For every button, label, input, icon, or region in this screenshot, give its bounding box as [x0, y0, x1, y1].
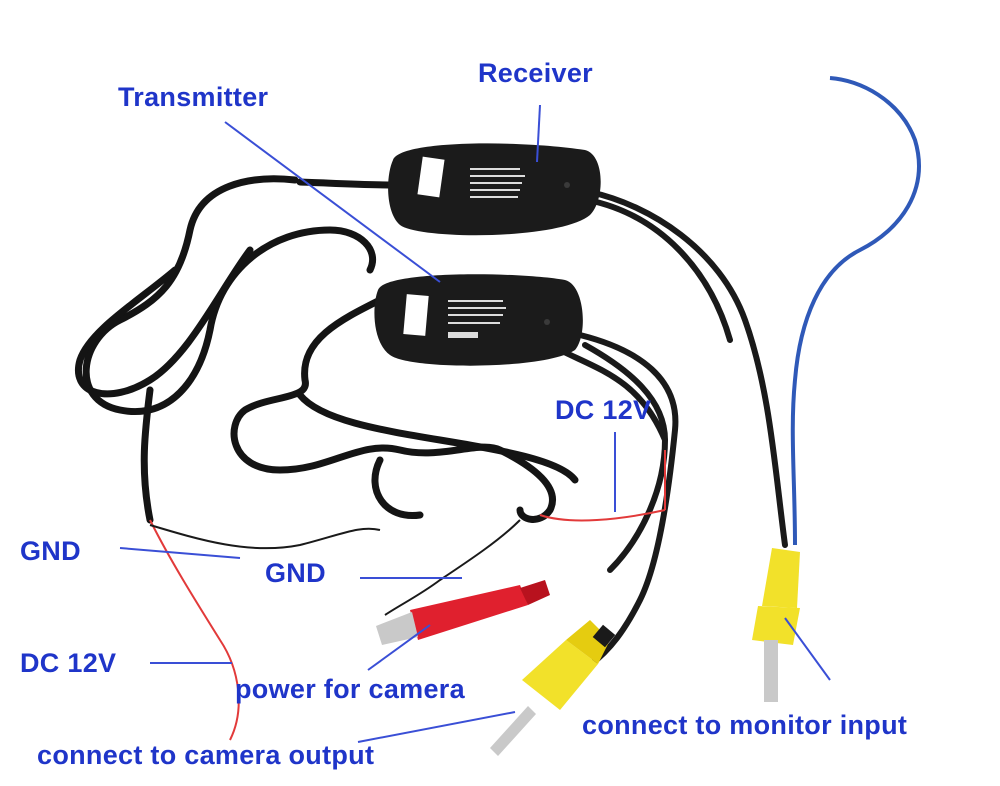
- black-cable-coils: [75, 175, 579, 524]
- transmitter-label: Transmitter: [118, 82, 269, 112]
- red-power-wires: [149, 450, 666, 741]
- power-for-camera-label: power for camera: [235, 674, 465, 704]
- rca-connector-monitor: [752, 548, 800, 702]
- dc-power-plug: [376, 580, 550, 645]
- connect-monitor-input-label: connect to monitor input: [582, 710, 908, 740]
- receiver-module: [388, 143, 601, 236]
- receiver-label: Receiver: [478, 58, 593, 88]
- transmitter-module: [374, 274, 583, 366]
- dc12v-camera-side-label: DC 12V: [20, 648, 117, 678]
- blue-antenna-wire: [790, 76, 921, 546]
- receiver-cables: [585, 189, 788, 548]
- rca-connector-camera: [490, 620, 616, 756]
- dc12v-transmitter-label: DC 12V: [555, 395, 652, 425]
- gnd-camera-side-label: GND: [20, 536, 81, 566]
- connect-camera-output-label: connect to camera output: [37, 740, 375, 770]
- gnd-transmitter-label: GND: [265, 558, 326, 588]
- ground-wires: [149, 519, 521, 616]
- transmitter-cables: [557, 332, 679, 668]
- pointer-lines: [119, 104, 831, 743]
